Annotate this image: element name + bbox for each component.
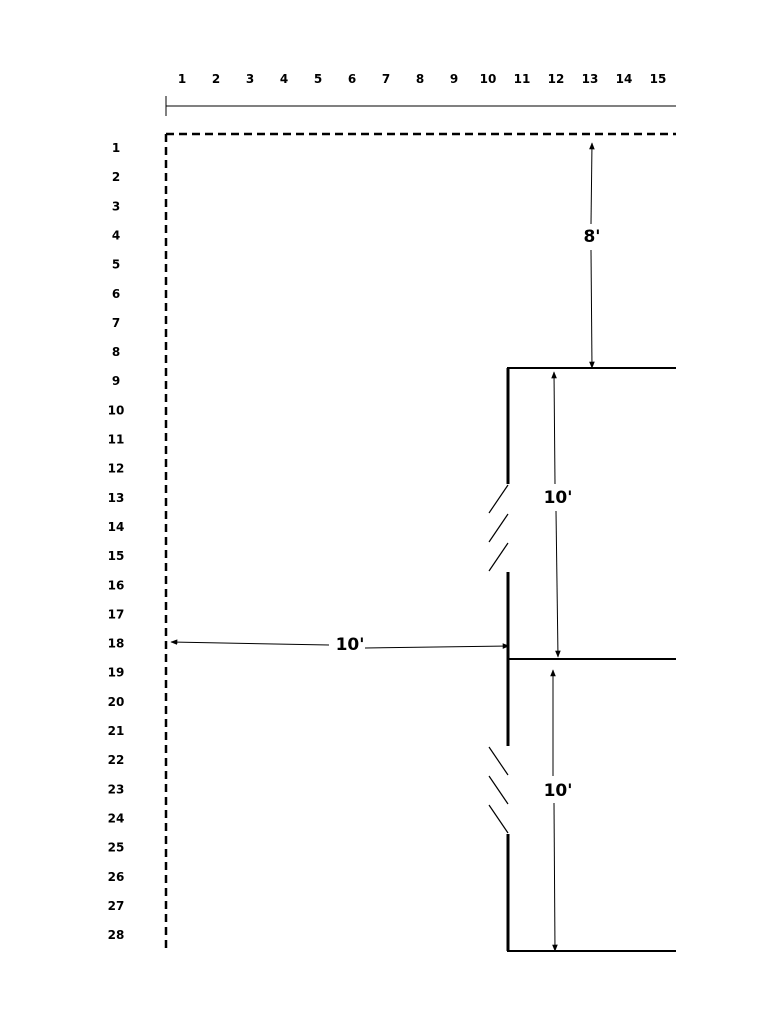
- left-ruler-label: 21: [108, 724, 125, 738]
- dimension-horizontal-gap: 10': [170, 635, 510, 655]
- left-ruler-labels: 1234567891011121314151617181920212223242…: [108, 141, 125, 942]
- dimension-top-gap: 8': [583, 142, 601, 369]
- left-ruler-label: 14: [108, 520, 125, 534]
- dimension-arrow-up: [589, 142, 595, 225]
- window-pane-line: [488, 804, 509, 834]
- left-ruler-label: 11: [108, 433, 125, 447]
- left-ruler-label: 23: [108, 782, 125, 796]
- dimension-arrow-left: [170, 639, 330, 646]
- dimension-room-lower: 10': [544, 669, 573, 952]
- left-ruler-label: 25: [108, 841, 125, 855]
- top-ruler-label: 1: [178, 72, 186, 86]
- top-ruler-label: 2: [212, 72, 220, 86]
- left-ruler-label: 24: [108, 811, 125, 825]
- dimension-arrow-down: [589, 249, 595, 369]
- top-ruler-label: 9: [450, 72, 458, 86]
- window-pane-line: [488, 484, 509, 514]
- top-ruler-label: 7: [382, 72, 390, 86]
- left-ruler-label: 28: [108, 928, 125, 942]
- window-lower: [488, 746, 509, 834]
- left-ruler-label: 17: [108, 607, 125, 621]
- top-ruler-label: 11: [514, 72, 531, 86]
- top-ruler-label: 8: [416, 72, 424, 86]
- left-ruler-label: 7: [112, 316, 120, 330]
- window-pane-line: [488, 775, 509, 805]
- left-ruler-label: 3: [112, 199, 120, 213]
- top-ruler-label: 15: [650, 72, 667, 86]
- left-ruler-label: 1: [112, 141, 120, 155]
- top-ruler-label: 10: [480, 72, 497, 86]
- left-ruler-label: 22: [108, 753, 125, 767]
- left-ruler-label: 15: [108, 549, 125, 563]
- property-boundary: [164, 132, 676, 951]
- left-ruler-label: 27: [108, 899, 125, 913]
- left-ruler-label: 19: [108, 666, 125, 680]
- left-ruler-label: 18: [108, 637, 125, 651]
- building-walls: [506, 367, 676, 952]
- left-ruler-label: 13: [108, 491, 125, 505]
- left-ruler-label: 20: [108, 695, 125, 709]
- dimension-label-room-upper: 10': [544, 488, 573, 508]
- left-ruler-label: 5: [112, 258, 120, 272]
- top-ruler-label: 6: [348, 72, 356, 86]
- left-ruler-label: 4: [112, 228, 120, 242]
- window-pane-line: [488, 746, 509, 776]
- left-ruler-label: 9: [112, 374, 120, 388]
- top-ruler-label: 12: [548, 72, 565, 86]
- dimension-label-horizontal-gap: 10': [336, 635, 365, 655]
- window-upper: [488, 484, 509, 572]
- top-ruler-label: 5: [314, 72, 322, 86]
- window-pane-line: [488, 542, 509, 572]
- left-ruler-label: 2: [112, 170, 120, 184]
- dimension-arrow-up: [551, 371, 557, 485]
- top-ruler-label: 14: [616, 72, 633, 86]
- left-ruler-label: 10: [108, 403, 125, 417]
- top-ruler-label: 3: [246, 72, 254, 86]
- dimension-label-room-lower: 10': [544, 781, 573, 801]
- left-ruler-label: 6: [112, 287, 120, 301]
- dimension-arrow-down: [552, 802, 558, 952]
- top-ruler-label: 13: [582, 72, 599, 86]
- left-ruler-label: 16: [108, 578, 125, 592]
- left-ruler-label: 8: [112, 345, 120, 359]
- dimension-label-top-gap: 8': [583, 227, 600, 247]
- top-ruler-label: 4: [280, 72, 288, 86]
- dimension-arrow-down: [555, 510, 561, 658]
- left-ruler-label: 26: [108, 870, 125, 884]
- dimension-arrow-right: [364, 643, 510, 649]
- window-pane-line: [488, 513, 509, 543]
- left-ruler-label: 12: [108, 462, 125, 476]
- dimension-room-upper: 10': [544, 371, 573, 658]
